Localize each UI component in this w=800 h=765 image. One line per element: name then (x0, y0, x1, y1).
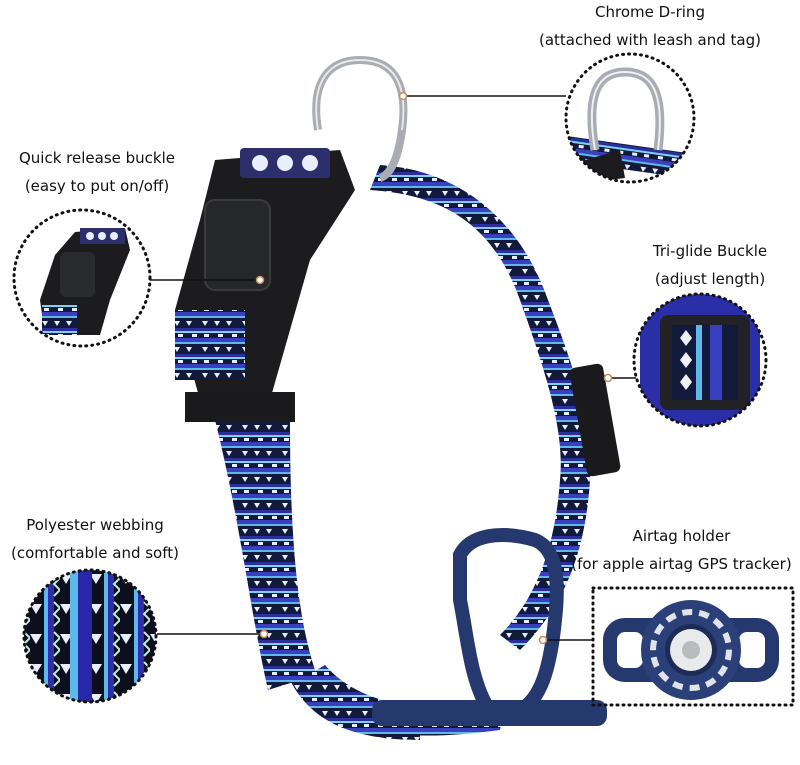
label-airtag-holder: Airtag holder (for apple airtag GPS trac… (563, 522, 800, 578)
label-subtitle: (adjust length) (654, 270, 766, 288)
callout-airtag-holder (538, 586, 795, 707)
label-title: Quick release buckle (18, 149, 175, 167)
callout-tri-glide-buckle (603, 292, 768, 428)
label-subtitle: (for apple airtag GPS tracker) (571, 555, 792, 573)
label-tri-glide-buckle: Tri-glide Buckle (adjust length) (625, 237, 795, 293)
callout-quick-release-buckle (12, 208, 265, 348)
label-chrome-d-ring: Chrome D-ring (attached with leash and t… (520, 0, 780, 54)
callout-chrome-d-ring (398, 52, 696, 184)
label-subtitle: (easy to put on/off) (24, 177, 170, 195)
label-polyester-webbing: Polyester webbing (comfortable and soft) (0, 511, 190, 567)
label-title: Tri-glide Buckle (652, 242, 768, 260)
label-title: Airtag holder (632, 527, 731, 545)
label-subtitle: (attached with leash and tag) (539, 31, 761, 49)
label-title: Polyester webbing (26, 516, 164, 534)
airtag-holder-on-collar (372, 528, 607, 726)
label-title: Chrome D-ring (595, 3, 705, 21)
tri-glide-buckle (569, 363, 621, 477)
label-quick-release-buckle: Quick release buckle (easy to put on/off… (2, 144, 192, 200)
label-subtitle: (comfortable and soft) (10, 544, 179, 562)
quick-release-buckle (175, 148, 355, 422)
callout-polyester-webbing (22, 568, 269, 704)
